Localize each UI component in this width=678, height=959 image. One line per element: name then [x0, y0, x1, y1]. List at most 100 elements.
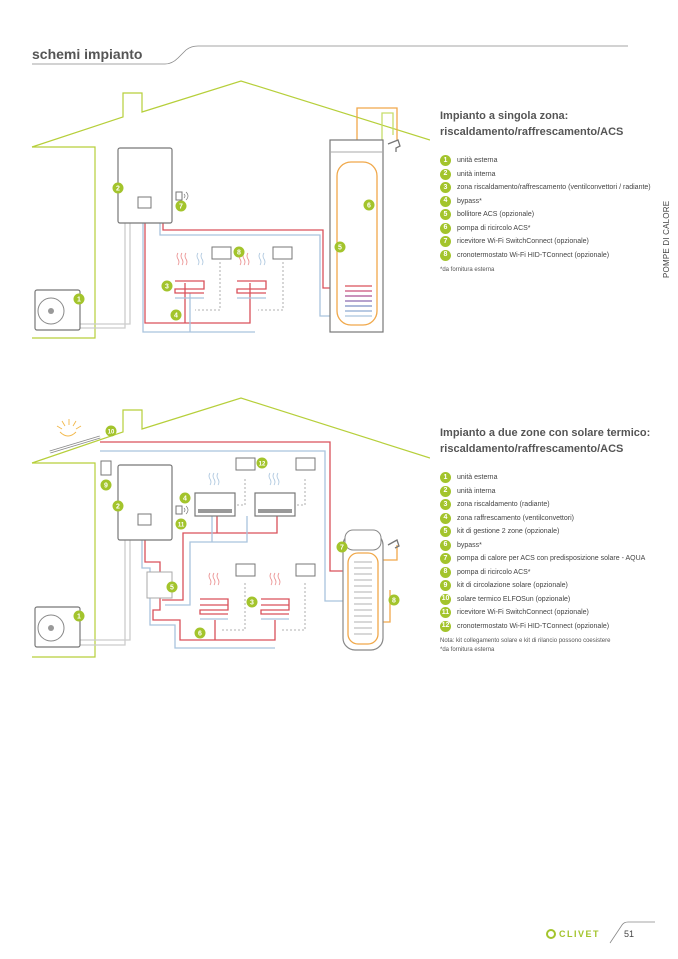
- svg-text:5: 5: [170, 585, 174, 592]
- house-outline: [31, 80, 430, 339]
- number-badge: 7: [440, 236, 451, 247]
- number-badge: 5: [440, 526, 451, 537]
- clivet-logo-icon: [546, 929, 556, 939]
- svg-text:7: 7: [179, 204, 183, 211]
- svg-text:6: 6: [367, 203, 371, 210]
- legend-single-zone: Impianto a singola zona:riscaldamento/ra…: [440, 108, 665, 275]
- legend-item-label: cronotermostato Wi-Fi HID-TConnect (opzi…: [457, 622, 610, 630]
- legend-note: *da fornitura esterna: [440, 267, 495, 273]
- marker-8: 8: [388, 594, 400, 606]
- section-heading: schemi impianto: [32, 46, 143, 62]
- svg-text:2: 2: [116, 186, 120, 193]
- dhw-tank: [329, 139, 384, 333]
- number-badge: 2: [440, 485, 451, 497]
- number-badge: 9: [440, 580, 451, 591]
- legend-item-label: zona raffrescamento (ventilconvettori): [457, 514, 574, 522]
- legend-item: 5 kit di gestione 2 zone (opzionale): [440, 525, 665, 539]
- house-outline: [31, 397, 430, 658]
- indoor-unit: [117, 464, 173, 541]
- legend-item: 5 bollitore ACS (opzionale): [440, 208, 665, 222]
- legend-title: Impianto a singola zona:riscaldamento/ra…: [440, 110, 624, 138]
- marker-7b: 7: [175, 200, 187, 212]
- wifi-receiver-icon: [175, 191, 189, 201]
- faucet-icon: [387, 539, 400, 549]
- svg-text:6: 6: [198, 631, 202, 638]
- number-badge: 8: [440, 566, 451, 578]
- heat-waves-icon: [208, 572, 281, 586]
- marker-2: 2: [112, 500, 124, 512]
- legend-item: 7 ricevitore Wi-Fi SwitchConnect (opziona…: [440, 235, 665, 249]
- svg-text:10: 10: [108, 430, 115, 436]
- marker-5: 5: [166, 581, 178, 593]
- radiant-zone-icon: [199, 598, 290, 620]
- marker-1: 1: [73, 293, 85, 305]
- cooling-waves-icon: [208, 472, 280, 486]
- number-badge: 6: [440, 222, 451, 234]
- thermostat-icon: [211, 246, 293, 260]
- legend-item-label: unità interna: [457, 170, 496, 178]
- marker-10: 10: [105, 425, 117, 437]
- legend-item-label: bypass*: [457, 541, 482, 549]
- legend-item-label: unità esterna: [457, 474, 498, 481]
- legend-item-label: ricevitore Wi-Fi SwitchConnect (opzional…: [457, 609, 589, 616]
- page-number: 51: [624, 929, 635, 939]
- legend-item-label: unità interna: [457, 487, 496, 495]
- legend-item-label: pompa di ricircolo ACS*: [457, 224, 531, 232]
- faucet-icon: [387, 139, 401, 152]
- svg-text:1: 1: [77, 297, 81, 304]
- number-badge: 11: [440, 607, 451, 618]
- marker-5: 5: [334, 241, 346, 253]
- legend-item-label: zona riscaldamento/raffrescamento (venti…: [457, 184, 651, 191]
- svg-text:3: 3: [250, 600, 254, 607]
- legend-item: 6 pompa di ricircolo ACS*: [440, 222, 665, 236]
- svg-text:2: 2: [116, 504, 120, 511]
- radiant-zone-icon: [174, 280, 267, 299]
- footer-divider: [609, 921, 655, 944]
- solar-circulation-kit: [100, 460, 112, 476]
- brand-logo: CLIVET: [546, 929, 600, 939]
- legend-item-label: zona riscaldamento (radiante): [457, 501, 550, 508]
- marker-4: 4: [170, 309, 182, 321]
- marker-6: 6: [194, 627, 206, 639]
- outdoor-unit: [34, 606, 81, 648]
- legend-item-label: cronotermostato Wi-Fi HID-TConnect (opzi…: [457, 251, 610, 259]
- aqua-heat-pump-tank: [342, 529, 384, 651]
- svg-text:1: 1: [77, 614, 81, 621]
- legend-item: 3 zona riscaldamento (radiante): [440, 498, 665, 512]
- legend-item-label: bollitore ACS (opzionale): [457, 211, 535, 218]
- legend-item-label: ricevitore Wi-Fi SwitchConnect (opzional…: [457, 238, 589, 245]
- number-badge: 5: [440, 209, 451, 220]
- solar-panel: [49, 435, 101, 454]
- marker-3: 3: [161, 280, 173, 292]
- marker-3a: 3: [246, 596, 258, 608]
- svg-text:5: 5: [338, 245, 342, 252]
- number-badge: 2: [440, 168, 451, 180]
- indoor-unit: [117, 147, 173, 224]
- number-badge: 3: [440, 499, 451, 510]
- svg-text:9: 9: [104, 483, 108, 490]
- legend-item-label: bypass*: [457, 197, 482, 205]
- marker-6: 6: [363, 199, 375, 211]
- sun-icon: [56, 419, 82, 437]
- number-badge: 7: [440, 553, 451, 564]
- legend-item-label: kit di gestione 2 zone (opzionale): [457, 528, 560, 535]
- number-badge: 10: [440, 593, 451, 605]
- fan-coil-unit: [194, 492, 296, 517]
- marker-7: 7: [336, 541, 348, 553]
- heat-waves-icon: [176, 252, 266, 266]
- number-badge: 8: [440, 249, 451, 261]
- legend-item: 2 unità interna: [440, 485, 665, 499]
- svg-text:12: 12: [259, 462, 266, 468]
- marker-12: 12: [256, 457, 268, 469]
